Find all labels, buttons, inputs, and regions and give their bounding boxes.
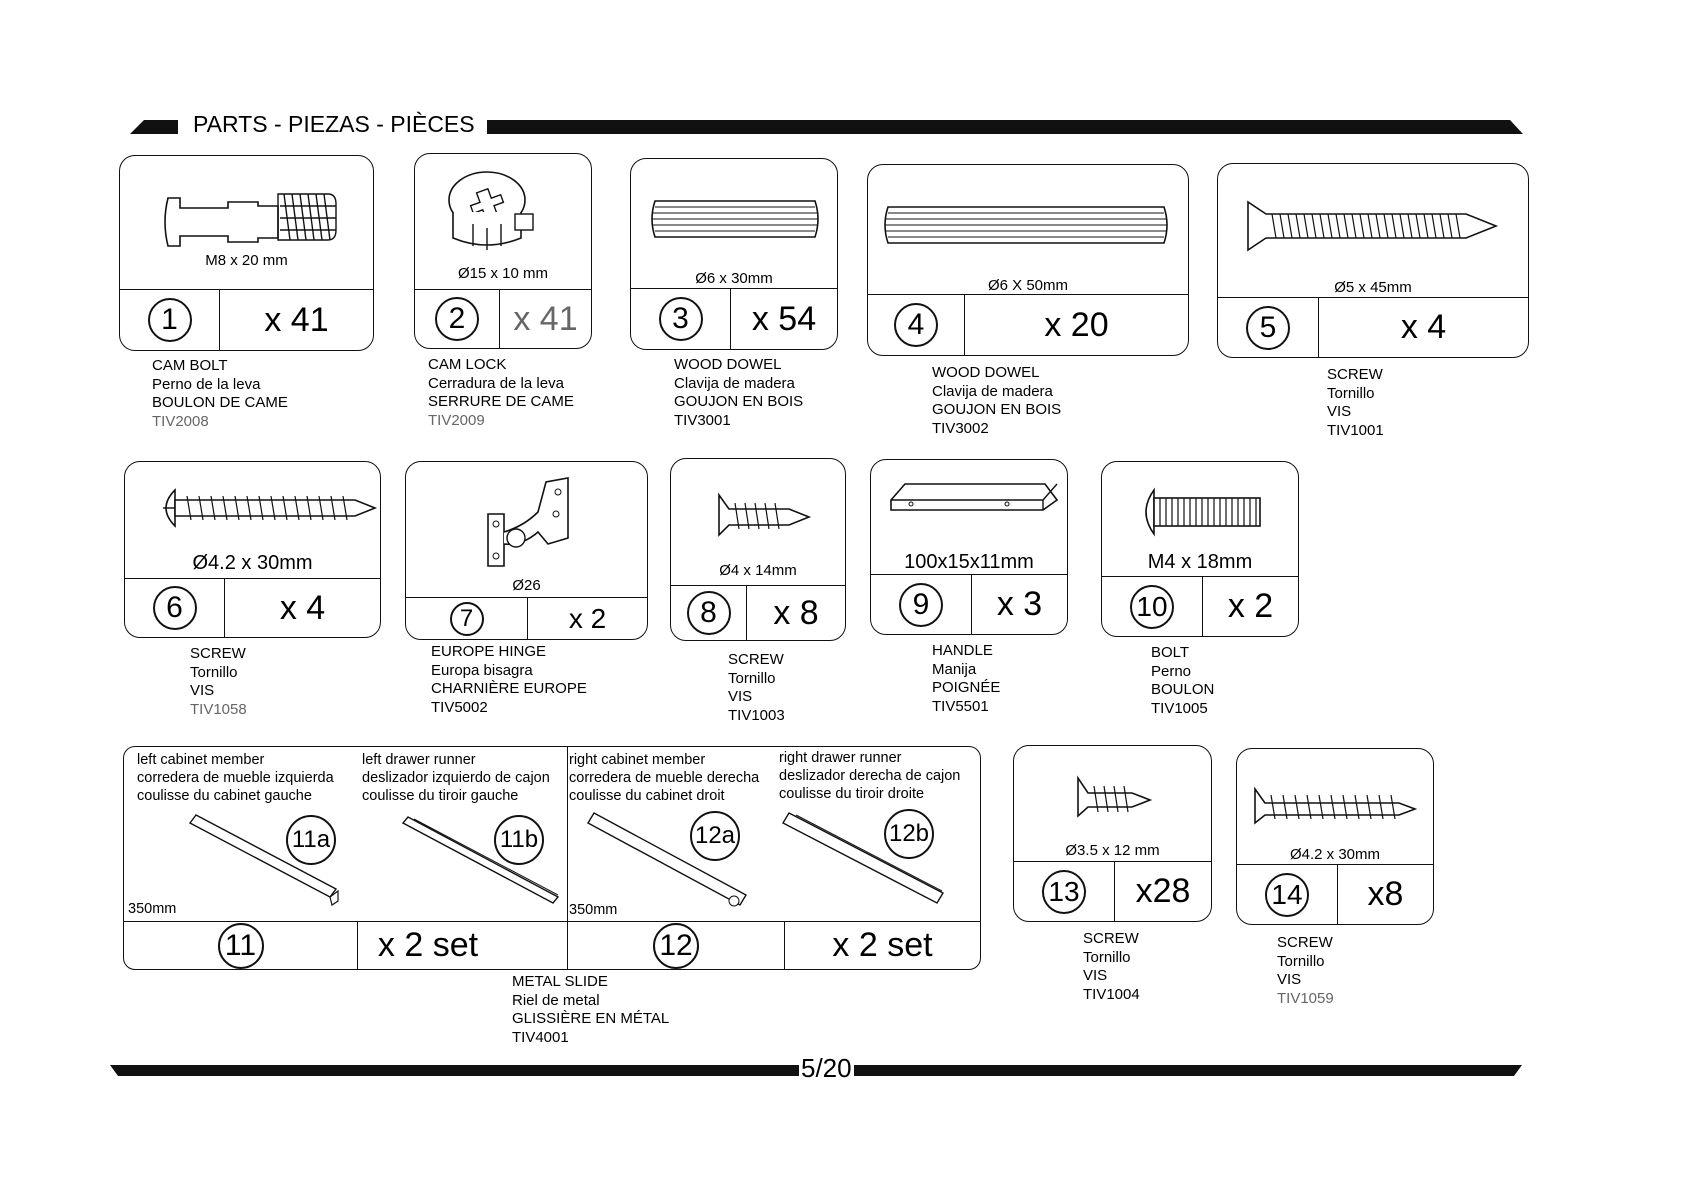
part-card-4: Ø6 X 50mm 4 x 20 [867, 164, 1189, 356]
screw-long-illustration [1247, 200, 1499, 252]
part-size: Ø5 x 45mm [1334, 279, 1412, 296]
part-quantity: x 2 [1227, 587, 1274, 625]
handle-illustration [890, 483, 1059, 511]
part-number-badge: 14 [1265, 872, 1309, 917]
part-card-8: Ø4 x 14mm 8 x 8 [670, 458, 846, 641]
cam-bolt-illustration [164, 193, 337, 247]
bolt-illustration [1145, 487, 1261, 537]
part-card-6: Ø4.2 x 30mm 6 x 4 [124, 461, 381, 638]
slide-length-left: 350mm [128, 901, 177, 917]
part-quantity: x 2 [568, 602, 607, 634]
screw-flat-head-illustration [1254, 786, 1418, 825]
part-number-badge: 6 [152, 586, 197, 630]
part-number-badge: 11 [217, 922, 264, 969]
part-number-badge: 2 [435, 297, 479, 341]
part-number-badge: 3 [658, 297, 703, 341]
wood-dowel-illustration [651, 200, 819, 238]
slide-rails-illustration [188, 812, 944, 907]
part-quantity: x 4 [279, 588, 326, 627]
part-number-badge: 12 [653, 922, 699, 969]
screw-round-head-illustration [163, 488, 378, 528]
sub-part-badge: 11a [286, 815, 336, 865]
part-number-badge: 7 [449, 601, 484, 636]
part-card-14: Ø4.2 x 30mm 14 x8 [1236, 748, 1434, 925]
part-card-13: Ø3.5 x 12 mm 13 x28 [1013, 745, 1212, 922]
screw-tiny-illustration [1077, 775, 1153, 818]
cam-lock-illustration [448, 171, 534, 250]
part-quantity: x 3 [996, 585, 1043, 623]
part-size: Ø3.5 x 12 mm [1065, 842, 1160, 859]
hinge-illustration [487, 477, 569, 567]
part-size: M8 x 20 mm [205, 252, 288, 269]
part-size: Ø26 [512, 577, 541, 594]
part-quantity: x 8 [773, 593, 819, 632]
sub-part-badge: 12b [884, 809, 934, 859]
wood-dowel-long-illustration [884, 206, 1168, 244]
part-size: Ø6 x 30mm [695, 270, 773, 287]
part-card-1: M8 x 20 mm 1 x 41 [119, 155, 374, 351]
part-quantity: x 20 [1044, 305, 1109, 344]
part-quantity: x8 [1367, 875, 1404, 913]
part-quantity: x 41 [513, 299, 578, 338]
part-number-badge: 4 [894, 303, 938, 347]
page-number: 5/20 [799, 1053, 854, 1083]
sub-part-badge: 12a [690, 811, 740, 861]
part-size: Ø4.2 x 30mm [192, 552, 313, 574]
part-number-badge: 9 [899, 582, 943, 627]
part-number-badge: 13 [1042, 869, 1086, 914]
part-size: Ø15 x 10 mm [457, 265, 549, 282]
part-quantity: x 54 [751, 299, 817, 338]
part-number-badge: 10 [1130, 584, 1174, 629]
section-title: PARTS - PIEZAS - PIÈCES [187, 110, 481, 138]
part-size: 100x15x11mm [904, 551, 1034, 573]
part-size: Ø6 X 50mm [987, 277, 1069, 294]
part-number-badge: 5 [1246, 305, 1290, 350]
part-size: Ø4 x 14mm [719, 562, 797, 579]
sub-part-badge: 11b [494, 815, 544, 865]
part-card-10: M4 x 18mm 10 x 2 [1101, 461, 1299, 637]
part-quantity: x 41 [264, 300, 329, 339]
screw-short-illustration [718, 492, 812, 537]
part-card-3: Ø6 x 30mm 3 x 54 [630, 158, 838, 350]
part-quantity: x 4 [1400, 308, 1447, 346]
part-quantity: x 2 set [832, 926, 933, 964]
part-card-7: Ø26 7 x 2 [405, 461, 648, 640]
slide-length-right: 350mm [569, 902, 618, 918]
part-size: M4 x 18mm [1147, 551, 1253, 573]
part-number-badge: 8 [686, 591, 731, 635]
part-quantity: x28 [1135, 872, 1191, 910]
part-quantity: x 2 set [377, 926, 479, 964]
part-size: Ø4.2 x 30mm [1289, 846, 1381, 863]
part-card-2: Ø15 x 10 mm 2 x 41 [414, 153, 592, 349]
part-number-badge: 1 [147, 298, 192, 342]
part-card-9: 100x15x11mm 9 x 3 [870, 459, 1068, 635]
part-card-5: Ø5 x 45mm 5 x 4 [1217, 163, 1529, 358]
